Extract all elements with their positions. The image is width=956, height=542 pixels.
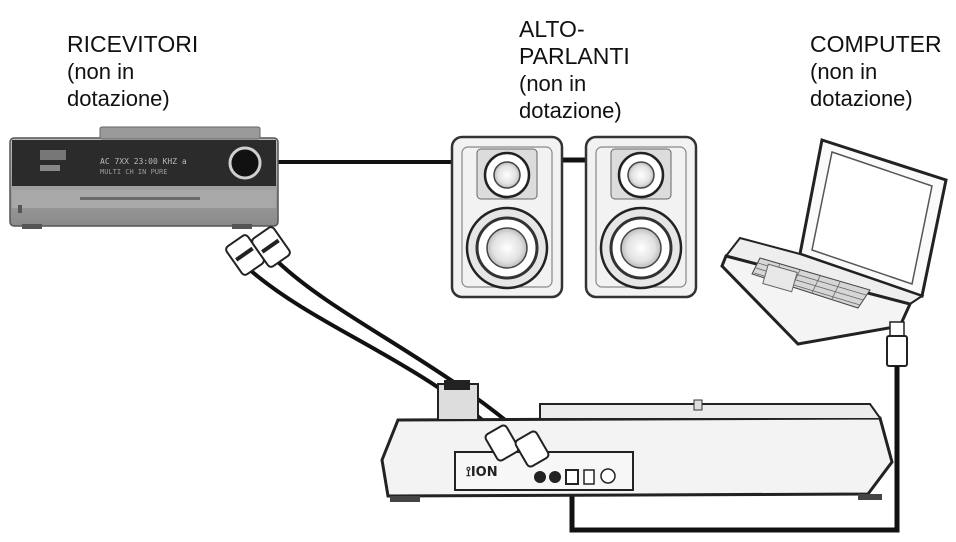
usb-cable <box>569 366 900 533</box>
speakers-label: ALTO- PARLANTI (non in dotazione) <box>519 16 630 124</box>
speaker-right <box>584 135 698 299</box>
rca-cable-right <box>276 260 538 448</box>
computer-note-line2: dotazione) <box>810 86 913 111</box>
speakers-title-line1: ALTO- <box>519 16 585 42</box>
receiver-device: AC 7XX 23:00 KHZ a MULTI CH IN PURE <box>9 126 279 229</box>
computer-title: COMPUTER <box>810 31 942 57</box>
laptop-computer <box>720 138 948 346</box>
usb-plug <box>886 321 908 367</box>
rca-plug-icon <box>225 226 291 276</box>
svg-text:AC 7XX 23:00 KHZ a: AC 7XX 23:00 KHZ a <box>100 157 187 166</box>
trackpad <box>762 263 798 293</box>
rca-jack-icon <box>484 424 550 468</box>
receiver-note-line1: (non in <box>67 59 135 84</box>
svg-text:MULTI CH IN PURE: MULTI CH IN PURE <box>100 168 167 176</box>
volume-knob-icon <box>228 146 262 180</box>
turntable-brand-logo: ⟟ION <box>466 465 498 480</box>
speakers-note-line1: (non in <box>519 71 587 96</box>
computer-label: COMPUTER (non in dotazione) <box>810 31 942 112</box>
receiver-note-line2: dotazione) <box>67 86 170 111</box>
receiver-label: RICEVITORI (non in dotazione) <box>67 31 198 112</box>
receiver-title: RICEVITORI <box>67 31 199 57</box>
computer-note-line1: (non in <box>810 59 878 84</box>
speakers-note-line2: dotazione) <box>519 98 622 123</box>
speaker-left <box>450 135 564 299</box>
speakers-title-line2: PARLANTI <box>519 43 630 69</box>
turntable-device: ⟟ION <box>380 380 894 502</box>
